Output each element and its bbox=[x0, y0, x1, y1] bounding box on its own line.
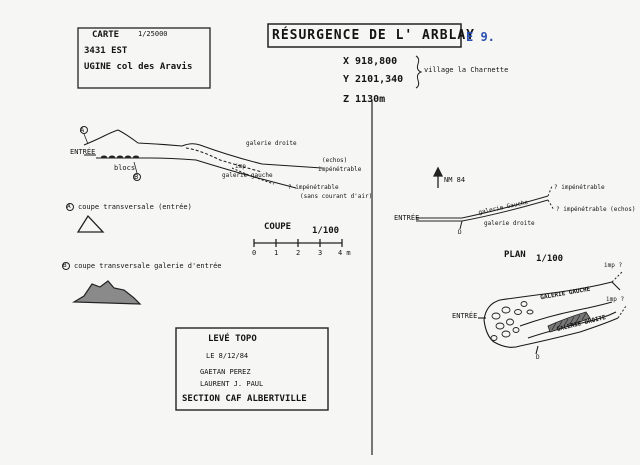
coupe-impenetrable-1: impénétrable bbox=[318, 166, 362, 173]
coupe-galerie-gauche-label: galerie gauche bbox=[222, 172, 273, 179]
plan-small-marker-d: D bbox=[458, 229, 462, 236]
coupe-marker-b-circle bbox=[133, 173, 141, 181]
north-label: NM 84 bbox=[444, 176, 466, 184]
map-scale: 1/25000 bbox=[138, 30, 168, 38]
leve-club: SECTION CAF ALBERTVILLE bbox=[182, 394, 307, 404]
scale-tick-2: 2 bbox=[296, 249, 301, 257]
coordinate-bracket bbox=[415, 55, 423, 89]
north-arrow bbox=[432, 166, 444, 188]
scale-tick-1: 1 bbox=[274, 249, 279, 257]
coupe-entree-label: ENTRÉE bbox=[70, 148, 96, 156]
plan-small-galleries bbox=[416, 185, 555, 230]
plan-small-galerie-droite: galerie droite bbox=[484, 220, 535, 227]
scale-tick-3: 3 bbox=[318, 249, 323, 257]
scale-tick-4: 4 m bbox=[338, 249, 351, 257]
section-a-triangle bbox=[76, 214, 105, 233]
section-a-marker: A bbox=[67, 203, 71, 210]
plan-large-imp-1: imp ? bbox=[604, 262, 623, 269]
coupe-scale-bar bbox=[253, 239, 343, 247]
coupe-courant-air: (sans courant d'air) bbox=[300, 193, 373, 200]
map-ref-box bbox=[77, 27, 211, 89]
survey-title: RÉSURGENCE DE L' ARBLAY bbox=[272, 28, 476, 43]
coupe-marker-b: B bbox=[134, 173, 139, 181]
coupe-blocs-label: blocs bbox=[114, 164, 136, 172]
section-b-marker: B bbox=[63, 262, 67, 269]
coupe-blocks bbox=[101, 155, 139, 159]
coord-z: Z 1130m bbox=[343, 94, 386, 105]
leve-author-2: LAURENT J. PAUL bbox=[200, 380, 264, 388]
coupe-impenetrable-2: ? impénétrable bbox=[288, 184, 339, 191]
plan-small-impenetrable-2: ? impénétrable (echos) bbox=[556, 206, 636, 213]
coupe-galerie-droite-label: galerie droite bbox=[246, 140, 297, 147]
coupe-marker-a: A bbox=[80, 126, 85, 134]
section-a-label: coupe transversale (entrée) bbox=[78, 203, 192, 211]
coupe-marker-a-circle bbox=[80, 126, 88, 134]
plan-large-outline bbox=[478, 281, 621, 355]
coupe-echos-label: (echos) bbox=[322, 157, 348, 164]
leve-topo-box bbox=[175, 327, 329, 411]
plan-large-entree: ENTRÉE bbox=[452, 312, 478, 320]
title-box bbox=[267, 23, 462, 48]
plan-scale: 1/100 bbox=[536, 254, 564, 264]
coord-x: X 918,800 bbox=[343, 56, 398, 67]
cave-code: E 9. bbox=[466, 30, 495, 44]
plan-title: PLAN bbox=[504, 250, 526, 260]
plan-large-marker-d: D bbox=[536, 354, 540, 361]
plan-small-impenetrable-1: ? impénétrable bbox=[554, 184, 605, 191]
plan-large-hatching bbox=[551, 312, 587, 331]
coupe-title: COUPE bbox=[264, 222, 292, 232]
plan-large-imp-2: imp ? bbox=[606, 296, 625, 303]
leve-author-1: GAETAN PEREZ bbox=[200, 368, 251, 376]
coupe-imp-label: imp bbox=[235, 163, 246, 170]
coupe-section bbox=[83, 129, 323, 189]
coupe-scale: 1/100 bbox=[312, 226, 340, 236]
carte-label: CARTE bbox=[92, 30, 120, 40]
plan-large-boulders bbox=[490, 301, 534, 341]
scale-tick-0: 0 bbox=[252, 249, 257, 257]
plan-small-entree: ENTRÉE bbox=[394, 214, 420, 222]
leve-date: LE 8/12/84 bbox=[206, 352, 249, 360]
section-b-rubble bbox=[71, 280, 142, 305]
map-sheet-name: UGINE col des Aravis bbox=[84, 62, 193, 72]
section-b-label: coupe transversale galerie d'entrée bbox=[74, 262, 222, 270]
leve-topo-title: LEVÉ TOPO bbox=[208, 334, 257, 344]
map-sheet-number: 3431 EST bbox=[84, 46, 128, 56]
coord-village: village la Charnette bbox=[424, 66, 509, 74]
coord-y: Y 2101,340 bbox=[343, 74, 404, 85]
